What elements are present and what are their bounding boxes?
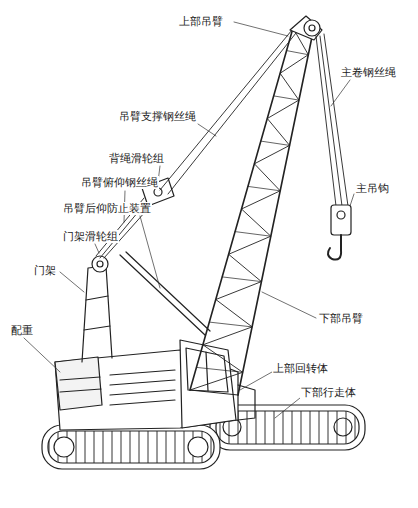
boom-lacing	[190, 28, 308, 390]
upper-body	[55, 340, 255, 430]
gantry	[82, 256, 112, 362]
lattice-boom	[190, 28, 313, 395]
part-label: 上部回转体	[272, 362, 329, 375]
boom-rungs	[196, 51, 308, 373]
part-label: 下部吊臂	[318, 312, 364, 325]
part-label: 吊臂俯仰钢丝绳	[80, 176, 159, 189]
leader-lines	[24, 22, 354, 418]
boom-backstop	[120, 252, 210, 335]
part-label: 下部行走体	[300, 386, 357, 399]
boom-head-sheave	[290, 16, 322, 40]
part-label: 门架	[33, 264, 57, 277]
part-label: 吊臂后仰防止装置	[62, 202, 152, 215]
part-label: 门架滑轮组	[62, 230, 119, 243]
part-label: 背绳滑轮组	[108, 152, 165, 165]
part-label: 上部吊臂	[178, 15, 224, 28]
main-hoist-rope	[316, 34, 348, 206]
part-label: 吊臂支撑钢丝绳	[118, 110, 197, 123]
part-label: 主卷钢丝绳	[340, 66, 397, 79]
part-label: 主吊钩	[355, 182, 390, 195]
part-label: 配重	[10, 324, 34, 337]
main-hook	[328, 205, 351, 260]
